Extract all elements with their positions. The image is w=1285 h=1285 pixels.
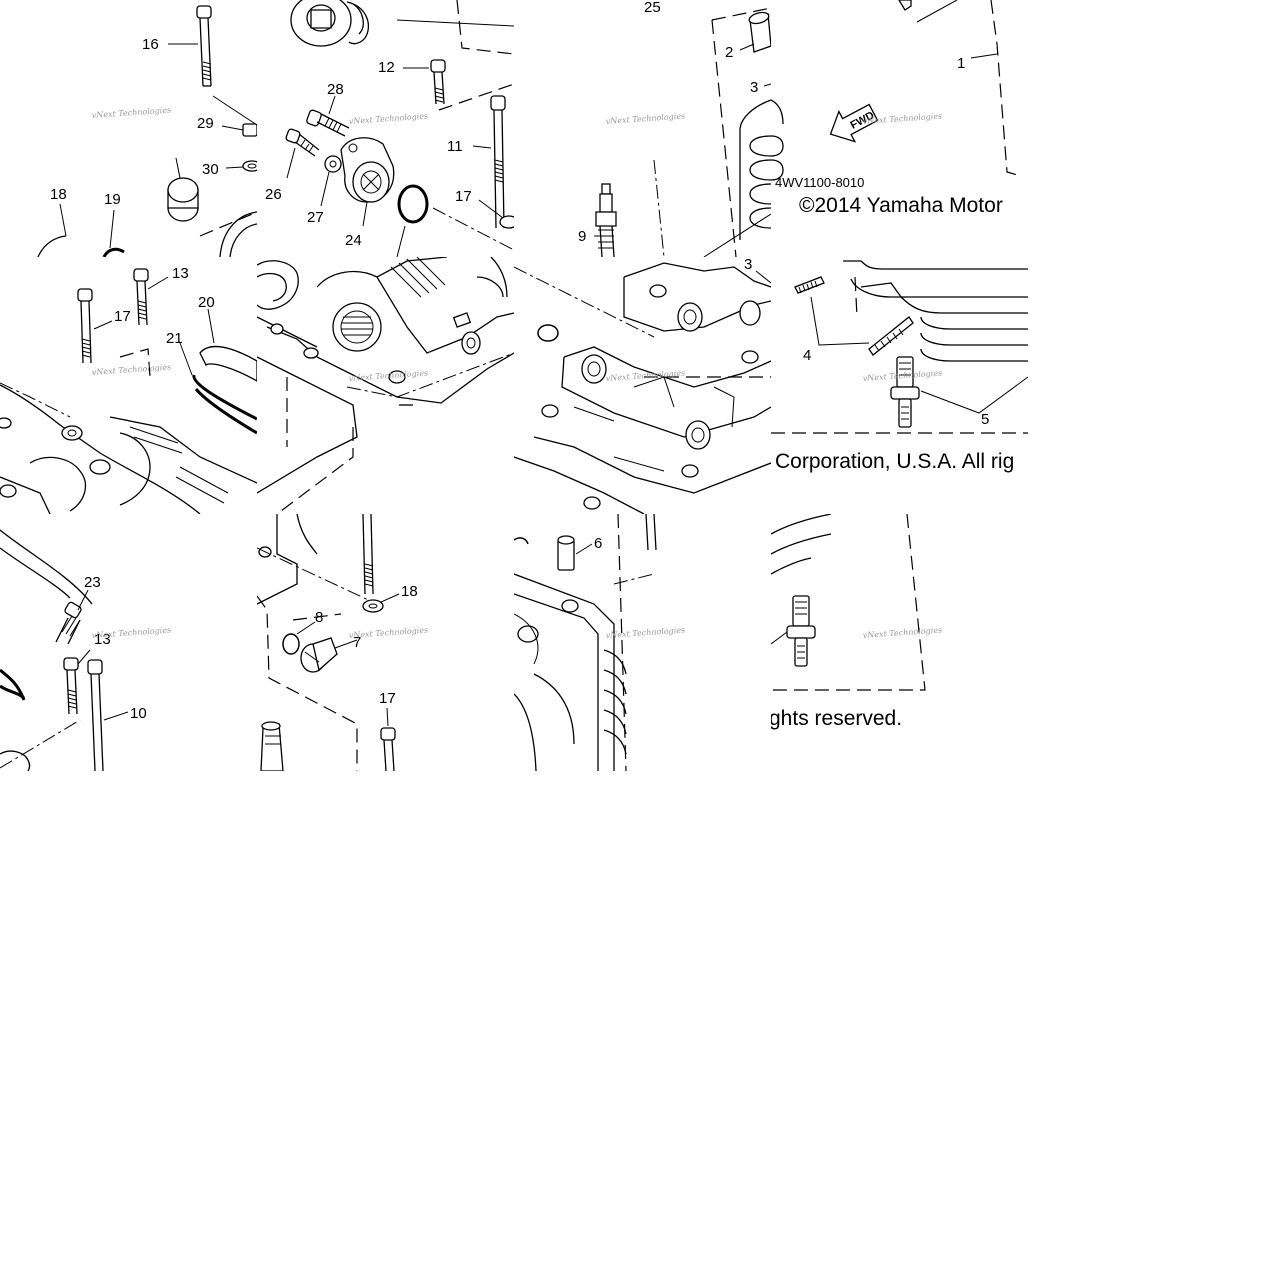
tile-c-drawing: 25 2 3 9 [578, 0, 771, 257]
diagram-tile-h: 4 5 Corporation, U.S.A. All rig vNext Te… [771, 257, 1028, 514]
callout-3: 3 [750, 79, 758, 96]
callout-7: 7 [353, 634, 361, 651]
diagram-tile-d: 1 FWD 4WV1100-8010 ©2014 Yamaha Motor vN… [771, 0, 1028, 257]
callout-1: 1 [957, 55, 965, 72]
watermark: vNext Technologies [349, 368, 429, 383]
tile-i-drawing: 23 13 10 vNext Technologies [0, 529, 172, 771]
callout-27: 28 [327, 81, 344, 98]
copyright-part-1: ©2014 Yamaha Motor [799, 194, 1003, 217]
callout-3b: 3 [744, 257, 752, 273]
callout-26: 27 [307, 209, 324, 226]
diagram-tile-e: 17 13 20 21 [0, 257, 257, 514]
tile-f-drawing: vNext Technologies [257, 257, 514, 514]
tile-k-drawing: 6 vNext Technologies [514, 514, 686, 771]
callout-10: 10 [130, 705, 147, 722]
diagram-tile-j: 18 8 7 17 vNext Technologies [257, 514, 514, 771]
callout-18: 18 [50, 186, 67, 203]
watermark: vNext Technologies [349, 625, 429, 640]
fwd-arrow-icon: FWD [829, 103, 879, 143]
callout-5: 5 [981, 411, 989, 428]
callout-6: 6 [594, 535, 602, 552]
tile-g-drawing: 3 2 vNext Technologies [514, 257, 771, 514]
tile-l-drawing: ghts reserved. vNext Technologies [771, 514, 943, 730]
callout-23: 24 [345, 232, 362, 249]
callout-17: 17 [455, 188, 472, 205]
callout-15: 17 [114, 308, 131, 325]
watermark: vNext Technologies [863, 625, 943, 640]
diagram-tile-b: 12 28 26 27 24 [257, 0, 514, 257]
drawing-code: 4WV1100-8010 [775, 175, 864, 190]
diagram-tile-k: 6 vNext Technologies [514, 514, 771, 771]
diagram-tile-g: 3 2 vNext Technologies [514, 257, 771, 514]
callout-12: 12 [378, 59, 395, 76]
callout-11: 11 [447, 138, 463, 155]
diagram-tile-a: 16 29 30 18 19 [0, 0, 257, 257]
watermark: vNext Technologies [92, 105, 172, 120]
callout-4: 4 [803, 347, 811, 364]
callout-14: 16 [142, 36, 159, 53]
callout-20: 20 [198, 294, 215, 311]
callout-2: 2 [725, 44, 733, 61]
diagram-tile-l: ghts reserved. vNext Technologies [771, 514, 1028, 771]
tile-b-drawing: 12 28 26 27 24 [265, 0, 514, 257]
diagram-tile-c: 25 2 3 9 [514, 0, 771, 257]
tile-a-drawing: 16 29 30 18 19 [37, 5, 257, 257]
tile-e-drawing: 17 13 20 21 [0, 265, 257, 514]
callout-25: 26 [265, 186, 282, 203]
callout-8: 8 [315, 609, 323, 626]
callout-28: 29 [197, 115, 214, 132]
callout-19: 19 [104, 191, 121, 208]
diagram-tile-i: 23 13 10 vNext Technologies [0, 514, 257, 771]
callout-13: 13 [172, 265, 189, 282]
watermark: vNext Technologies [92, 362, 172, 377]
callout-24: 25 [644, 0, 661, 16]
callout-9: 9 [578, 228, 586, 245]
tile-j-drawing: 18 8 7 17 vNext Technologies [257, 514, 429, 771]
callout-16: 17 [379, 690, 396, 707]
copyright-part-3: ghts reserved. [771, 707, 902, 730]
diagram-tile-f: vNext Technologies [257, 257, 514, 514]
callout-17b: 18 [401, 583, 418, 600]
tile-h-drawing: 4 5 Corporation, U.S.A. All rig vNext Te… [771, 260, 1028, 473]
copyright-part-2: Corporation, U.S.A. All rig [775, 450, 1014, 473]
callout-13b: 13 [94, 631, 111, 648]
callout-29: 30 [202, 161, 219, 178]
callout-22: 23 [84, 574, 101, 591]
watermark: vNext Technologies [606, 625, 686, 640]
callout-21: 21 [166, 330, 183, 347]
watermark: vNext Technologies [92, 625, 172, 640]
tile-d-drawing: 1 FWD 4WV1100-8010 ©2014 Yamaha Motor vN… [771, 0, 1022, 217]
watermark: vNext Technologies [606, 111, 686, 126]
watermark: vNext Technologies [349, 111, 429, 126]
